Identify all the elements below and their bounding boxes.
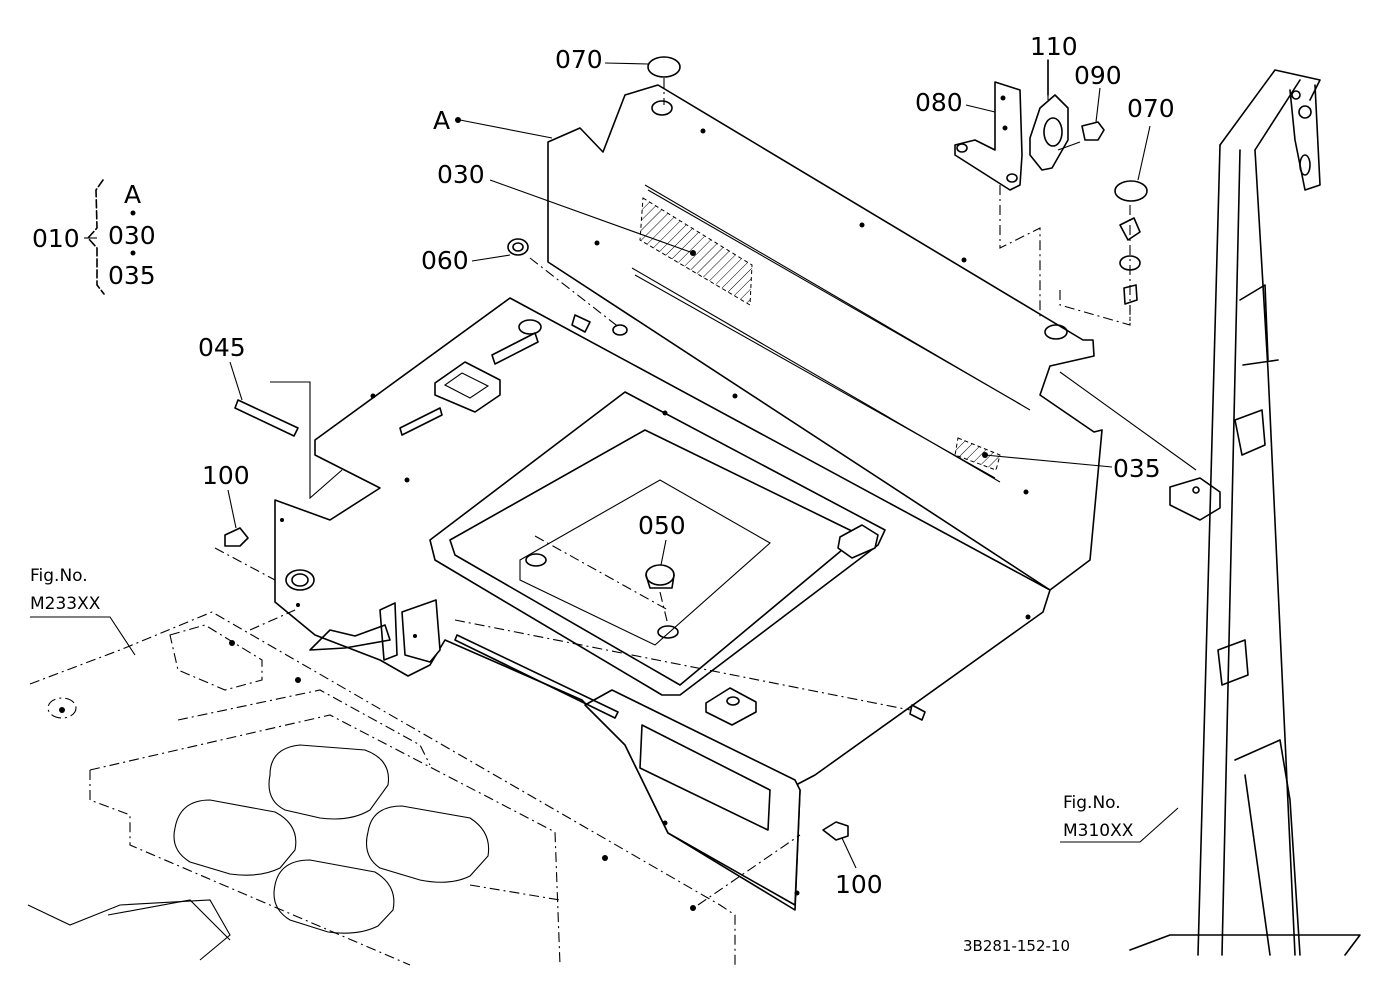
- label-035: 035: [1113, 454, 1161, 483]
- label-100-left: 100: [202, 461, 250, 490]
- label-brace-035: 035: [108, 261, 156, 290]
- label-110: 110: [1030, 32, 1078, 61]
- label-070-right: 070: [1127, 94, 1175, 123]
- floor-frame-phantom: [27, 611, 736, 966]
- label-brace-a: A: [124, 180, 141, 209]
- figref-left-title: Fig.No.: [30, 566, 88, 586]
- part-labels: 010 A 030 035 A 030 035 045 050 060 070 …: [30, 32, 1175, 955]
- figref-right-title: Fig.No.: [1063, 793, 1121, 813]
- rops-pillar-phantom: [1129, 69, 1361, 956]
- leader-lines: [30, 60, 1179, 869]
- label-070-top: 070: [555, 45, 603, 74]
- pillar-bracket: [1059, 371, 1221, 521]
- label-plate-a: A: [433, 106, 450, 135]
- label-090: 090: [1074, 61, 1122, 90]
- label-100-right: 100: [835, 870, 883, 899]
- label-030: 030: [437, 160, 485, 189]
- drawing-code: 3B281-152-10: [963, 937, 1070, 955]
- label-080: 080: [915, 88, 963, 117]
- label-010: 010: [32, 224, 80, 253]
- label-brace-030: 030: [108, 221, 156, 250]
- figref-right-code: M310XX: [1063, 821, 1134, 841]
- label-060: 060: [421, 246, 469, 275]
- label-050: 050: [638, 511, 686, 540]
- label-045: 045: [198, 333, 246, 362]
- assembly-brace: [84, 179, 136, 295]
- figref-left-code: M233XX: [30, 594, 101, 614]
- seat-base-plate: [214, 56, 1148, 911]
